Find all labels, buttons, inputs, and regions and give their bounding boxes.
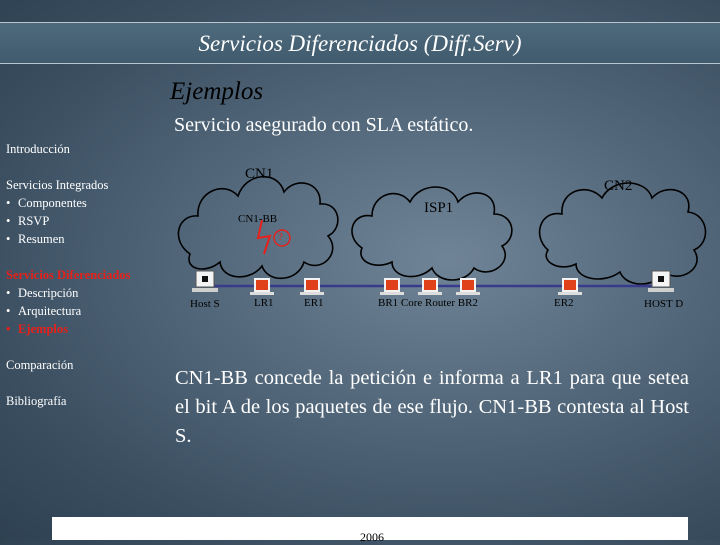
er1-label: ER1: [304, 297, 324, 309]
sidebar-subitem-label: Componentes: [18, 196, 87, 210]
sidebar-subitem-componentes[interactable]: • Componentes: [6, 194, 108, 212]
sidebar-item-servicios-diferenciados[interactable]: Servicios Diferenciados: [6, 268, 131, 282]
sidebar-subitem-label: Ejemplos: [18, 322, 68, 336]
host-d-icon: [648, 270, 674, 292]
sidebar-subitem-descripcion[interactable]: • Descripción: [6, 284, 130, 302]
sidebar-subitem-label: RSVP: [18, 214, 50, 228]
network-diagram: CN1 ISP1 CN2 CN1-BB ? Host S LR1 ER1 BR1…: [172, 158, 720, 328]
footer-year: 2006: [360, 530, 384, 544]
sidebar-item-comparacion[interactable]: Comparación: [6, 358, 74, 372]
bullet-icon: •: [6, 214, 11, 228]
question-mark-label: ?: [278, 231, 283, 243]
network-diagram-svg: [177, 175, 707, 295]
lr1-label: LR1: [254, 297, 274, 309]
cloud-cn1: [177, 175, 339, 280]
router-br2-icon: [456, 278, 480, 295]
host-s-label: Host S: [190, 298, 220, 310]
cloud-cn1-label: CN1: [245, 166, 274, 182]
sidebar-group-bibliografia[interactable]: Bibliografía: [6, 392, 66, 410]
sidebar-subitem-rsvp[interactable]: • RSVP: [6, 212, 108, 230]
sidebar-subitem-ejemplos[interactable]: • Ejemplos: [6, 320, 130, 338]
sidebar-item-introduccion[interactable]: Introducción: [6, 142, 70, 156]
core-router-label: BR1 Core Router BR2: [378, 297, 478, 309]
slide-title: Servicios Diferenciados (Diff.Serv): [198, 31, 522, 56]
bullet-icon: •: [6, 322, 11, 336]
footer-bar: [52, 517, 688, 540]
router-er2-icon: [558, 278, 582, 295]
cloud-isp1-label: ISP1: [424, 200, 454, 216]
query-circle-icon: [273, 229, 291, 247]
sidebar-item-bibliografia[interactable]: Bibliografía: [6, 394, 67, 408]
sidebar-group-introduccion[interactable]: Introducción: [6, 140, 70, 158]
sidebar-subitem-label: Resumen: [18, 232, 65, 246]
title-bar: Servicios Diferenciados (Diff.Serv): [0, 22, 720, 64]
cloud-isp1: [351, 186, 513, 281]
slide-heading: Servicio asegurado con SLA estático.: [174, 114, 474, 136]
bullet-icon: •: [6, 196, 11, 210]
sidebar-group-servicios-diferenciados: Servicios Diferenciados • Descripción • Ar…: [6, 266, 130, 338]
sidebar-subitem-resumen[interactable]: • Resumen: [6, 230, 108, 248]
er2-label: ER2: [554, 297, 574, 309]
router-lr1-icon: [250, 278, 274, 295]
cloud-cn2: [538, 182, 707, 285]
host-s-icon: [192, 270, 218, 292]
sidebar-group-comparacion[interactable]: Comparación: [6, 356, 73, 374]
router-er1-icon: [300, 278, 324, 295]
router-br1-icon: [380, 278, 404, 295]
slide-paragraph: CN1-BB concede la petición e informa a L…: [175, 367, 689, 447]
bullet-icon: •: [6, 286, 11, 300]
sidebar-subitem-label: Descripción: [18, 286, 79, 300]
sidebar-group-servicios-integrados: Servicios Integrados •Componentes •RSVP …: [6, 176, 108, 248]
host-d-label: HOST D: [644, 298, 684, 310]
bullet-icon: •: [6, 304, 11, 318]
sidebar-subitem-label: Arquitectura: [18, 304, 82, 318]
bb-label: CN1-BB: [238, 213, 278, 225]
bullet-icon: •: [6, 232, 11, 246]
sidebar-item-servicios-integrados[interactable]: Servicios Integrados: [6, 178, 109, 192]
signal-bolt-icon: [256, 219, 272, 255]
router-core-icon: [418, 278, 442, 295]
sidebar-subitem-arquitectura[interactable]: • Arquitectura: [6, 302, 130, 320]
cloud-cn2-label: CN2: [604, 178, 633, 194]
slide-subtitle: Ejemplos: [170, 78, 264, 105]
